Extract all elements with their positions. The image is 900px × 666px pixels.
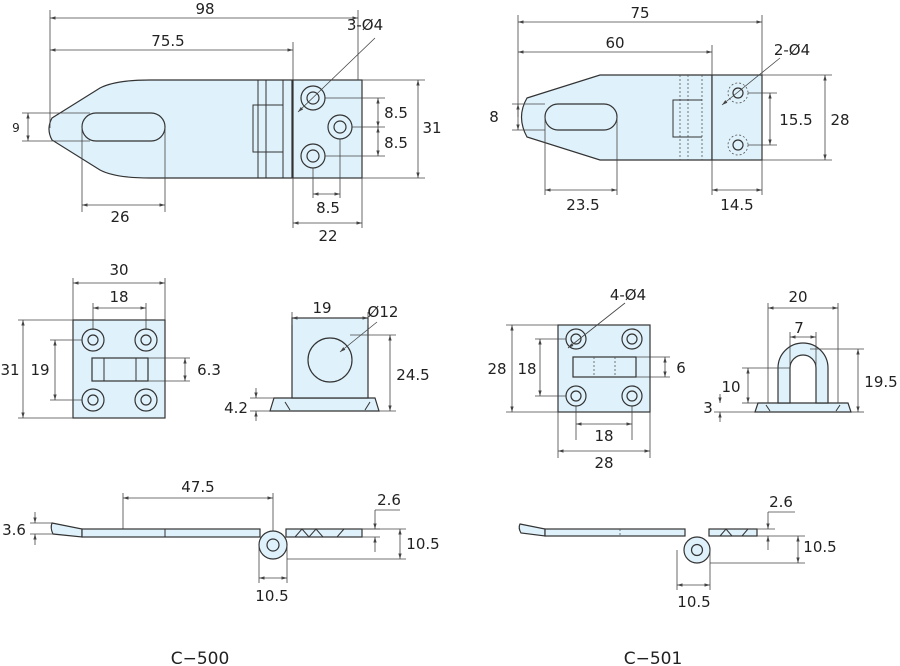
dim-height: 28 bbox=[830, 111, 849, 129]
dim-tip: 8 bbox=[489, 108, 499, 126]
c500-model-label: C−500 bbox=[171, 649, 230, 666]
dim-height: 31 bbox=[422, 119, 441, 137]
dim-holes: 3-Ø4 bbox=[347, 16, 383, 34]
dim-thick: 2.6 bbox=[377, 491, 401, 509]
dim-width: 30 bbox=[109, 261, 128, 279]
dim-pitch-b: 8.5 bbox=[384, 134, 408, 152]
dim-slot: 6 bbox=[676, 359, 686, 377]
dim-curl-h: 10.5 bbox=[406, 535, 439, 553]
dim-width: 28 bbox=[594, 454, 613, 472]
dim-curl-w: 10.5 bbox=[677, 593, 710, 611]
dim-hole-h: 19 bbox=[30, 361, 49, 379]
dim-hole: Ø12 bbox=[368, 303, 399, 321]
dim-base: 3 bbox=[703, 399, 713, 417]
dim-holes: 2-Ø4 bbox=[774, 41, 810, 59]
dim-inner: 7 bbox=[794, 319, 804, 337]
dim-width: 19 bbox=[312, 299, 331, 317]
dim-slot: 6.3 bbox=[197, 361, 221, 379]
dim-slot: 23.5 bbox=[566, 196, 599, 214]
c500-side-view: 47.5 3.6 2.6 10.5 10.5 bbox=[2, 478, 440, 605]
c500-staple-plate: 30 18 31 19 6.3 bbox=[0, 261, 221, 419]
dim-overall: 98 bbox=[195, 0, 214, 18]
dim-base: 4.2 bbox=[224, 399, 248, 417]
dim-curl-h: 10.5 bbox=[803, 538, 836, 556]
dim-slot: 26 bbox=[110, 208, 129, 226]
dim-hole-h: 18 bbox=[517, 360, 536, 378]
c500-staple: 19 Ø12 24.5 4.2 bbox=[224, 299, 430, 421]
dim-holes: 4-Ø4 bbox=[610, 286, 646, 304]
dim-to-hinge: 60 bbox=[605, 34, 624, 52]
slot bbox=[81, 112, 166, 142]
dim-tip: 3.6 bbox=[2, 521, 26, 539]
dim-height: 19.5 bbox=[864, 373, 897, 391]
dim-pitch-a: 8.5 bbox=[384, 104, 408, 122]
c500-top-view: 98 75.5 3-Ø4 8.5 8.5 31 9 26 8.5 22 bbox=[12, 0, 441, 245]
dim-overall: 75 bbox=[630, 4, 649, 22]
dim-curl-w: 10.5 bbox=[255, 587, 288, 605]
dim-height: 31 bbox=[0, 361, 19, 379]
dim-plate: 14.5 bbox=[720, 196, 753, 214]
dim-tip: 9 bbox=[12, 121, 20, 135]
dim-width: 20 bbox=[788, 288, 807, 306]
dim-hole-w: 18 bbox=[594, 427, 613, 445]
c501-side-view: 2.6 10.5 10.5 bbox=[518, 493, 837, 611]
c501-model-label: C−501 bbox=[624, 649, 683, 666]
dim-hole-h: 8.5 bbox=[316, 199, 340, 217]
c501-staple: 20 7 19.5 10 3 bbox=[703, 288, 898, 422]
dim-leg: 10 bbox=[721, 378, 740, 396]
c501-staple-plate: 4-Ø4 28 18 6 18 28 bbox=[487, 286, 685, 472]
dim-thick: 2.6 bbox=[769, 493, 793, 511]
dim-height: 24.5 bbox=[396, 366, 429, 384]
c501-top-view: 75 60 2-Ø4 8 15.5 28 23.5 14.5 bbox=[489, 4, 849, 214]
dim-height: 28 bbox=[487, 360, 506, 378]
dim-length: 47.5 bbox=[181, 478, 214, 496]
dim-plate: 22 bbox=[318, 227, 337, 245]
dim-pitch: 15.5 bbox=[779, 111, 812, 129]
dim-to-hinge: 75.5 bbox=[151, 32, 184, 50]
dim-hole-w: 18 bbox=[109, 288, 128, 306]
